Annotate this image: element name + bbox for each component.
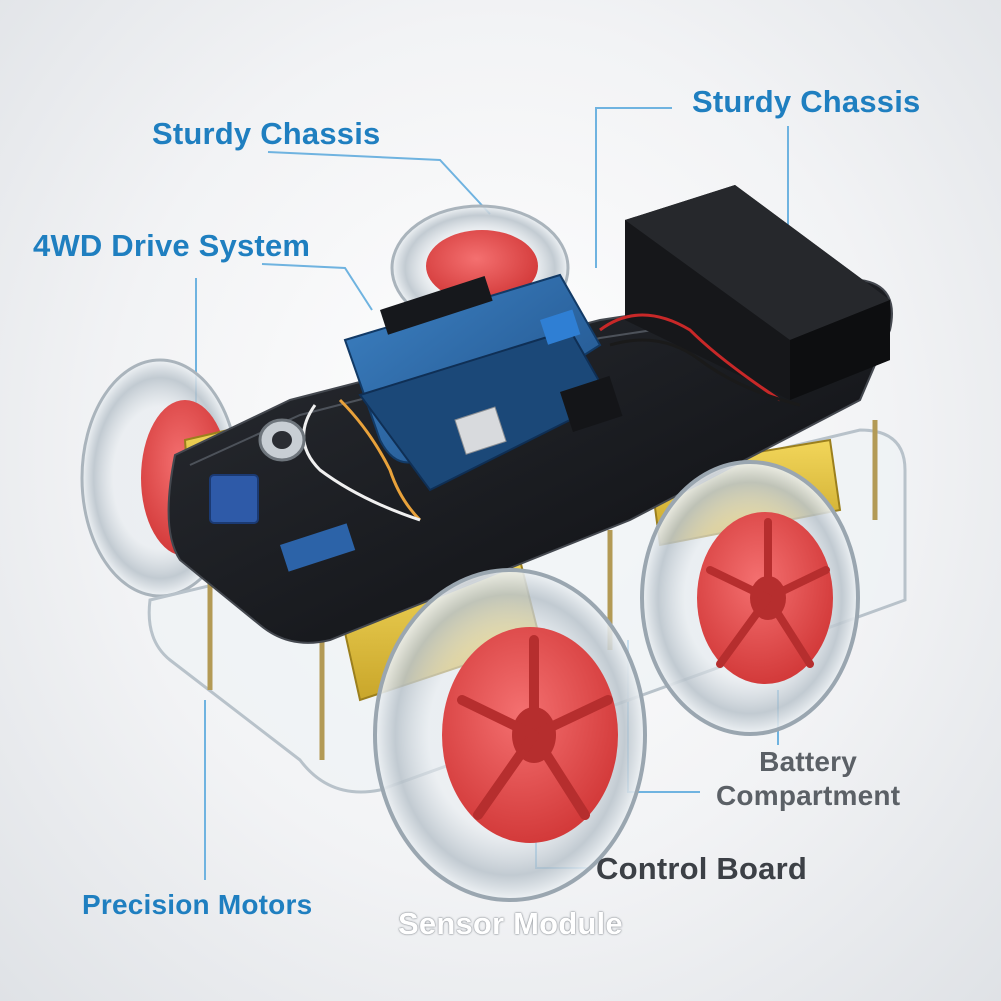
callout-sturdy-chassis-left: Sturdy Chassis (152, 116, 381, 151)
front-right-wheel (640, 460, 860, 736)
callout-battery-line2: Compartment (716, 780, 901, 811)
wires (302, 313, 801, 522)
sensor-module (209, 418, 356, 572)
leader-chassis-left (267, 151, 491, 215)
callout-battery-line1: Battery (759, 746, 858, 777)
leader-4wd (261, 263, 373, 311)
front-left-wheel (373, 568, 647, 902)
battery-compartment (625, 185, 890, 400)
leader-chassis-right (595, 107, 672, 268)
callout-precision-motors: Precision Motors (82, 889, 313, 920)
callout-sensor-module: Sensor Module (398, 906, 623, 941)
callout-4wd-drive-system: 4WD Drive System (33, 228, 311, 263)
control-board (343, 273, 623, 492)
callout-sturdy-chassis-right: Sturdy Chassis (692, 84, 921, 119)
callout-battery-compartment: Battery Compartment (716, 745, 900, 813)
callout-control-board: Control Board (596, 851, 807, 886)
